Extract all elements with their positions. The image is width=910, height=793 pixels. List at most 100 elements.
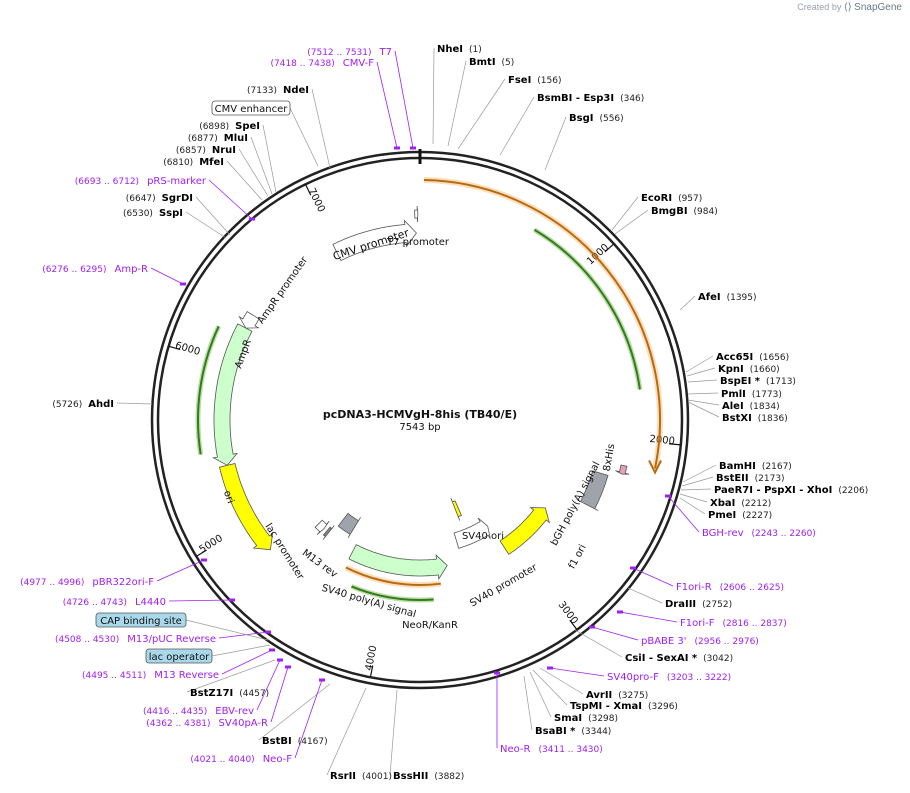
feature-t7-promoter [414,205,419,223]
enzyme-label: BstEII(2173) [716,473,785,484]
box-label-frame [211,100,291,116]
feature-sv40-promoter [453,517,491,549]
enzyme-pos: (2206) [838,486,868,496]
primer-label: (4362 .. 4381)SV40pA-R [146,718,268,729]
primer-range: (3411 .. 3430) [539,745,603,755]
tick-label: 2000 [649,434,675,447]
enzyme-pos: (2167) [762,462,792,472]
enzyme-name: BspEI * [720,376,761,387]
enzyme-label: BstZ17I(4457) [190,688,269,699]
brand-created-by: Created by [797,2,842,12]
tick-mark [569,619,578,631]
enzyme-pos: (6898) [199,122,229,132]
primer-name: Neo-R [500,744,531,755]
primer-range: (6693 .. 6712) [75,177,139,187]
primer-range: (4977 .. 4996) [20,578,84,588]
enzyme-label: KpnI(1660) [718,364,780,375]
primer-label: Neo-R (3411 .. 3430) [500,744,603,755]
enzyme-leader [681,476,714,487]
orf-arc-halo [423,177,663,470]
orf-arc [345,566,441,586]
primer-name: pBABE 3' [641,636,687,647]
enzyme-name: AfeI [698,292,721,303]
enzyme-name: AvrII [586,690,612,701]
enzyme-pos: (556) [599,114,623,124]
enzyme-leader [326,687,367,776]
enzyme-pos: (1836) [758,414,788,424]
enzyme-leader [679,493,708,503]
enzyme-label: (6898)SpeI [199,121,260,132]
enzyme-name: FseI [508,75,531,86]
tick-label: 4000 [364,645,380,672]
primer-leader [394,50,414,149]
primer-label: F1ori-F(2816 .. 2837) [680,618,787,629]
tick-mark [604,243,615,253]
enzyme-leader [195,196,231,236]
box-label-frame [145,648,213,664]
primer-range: (4021 .. 4040) [190,755,254,765]
enzyme-pos: (156) [537,76,561,86]
primer-leader [221,649,273,675]
enzyme-leader [250,136,273,195]
tick-mark [304,184,312,196]
enzyme-leader [258,683,331,741]
enzyme-leader [539,667,584,695]
tick-mark [168,345,181,351]
primer-label: (4021 .. 4040)Neo-F [190,754,292,765]
primer-name: BGH-rev [702,528,744,539]
primer-mark [319,678,325,682]
primer-mark [201,558,207,562]
enzyme-label: PaeR7I - PspXI - XhoI(2206) [714,485,868,496]
primer-range: (7512 .. 7531) [307,48,371,58]
enzyme-label: RsrII(4001) [330,771,392,782]
enzyme-pos: (346) [620,94,644,104]
primer-leader [256,659,281,711]
enzyme-label: EcoRI (957) [641,193,702,204]
primer-range: (2606 .. 2625) [720,583,784,593]
enzyme-leader [457,78,506,150]
enzyme-pos: (1656) [759,353,789,363]
box-leader [185,619,269,641]
snapgene-logo-icon: ⟨⟩ [843,2,852,13]
primer-leader [294,679,323,759]
enzyme-leader [529,671,552,718]
primer-label: (4416 .. 4435)EBV-rev [143,706,254,717]
primer-mark [285,665,291,669]
enzyme-name: XbaI [710,498,735,509]
plasmid-name: pcDNA3-HCMVgH-8his (TB40/E) [323,408,517,421]
plasmid-size: 7543 bp [399,422,440,433]
primer-label: (4977 .. 4996)pBR322ori-F [20,577,154,588]
enzyme-name: MluI [224,133,248,144]
enzyme-leader [574,629,623,658]
orf-green-arc [351,585,434,601]
enzyme-pos: (2212) [741,499,771,509]
enzyme-label: (6530)SspI [123,208,183,219]
enzyme-leader [311,88,331,169]
enzyme-pos: (957) [678,194,702,204]
features-layer [195,177,663,603]
primer-range: (7418 .. 7438) [270,59,334,69]
feature-ori [219,463,274,551]
enzyme-name: BamHI [719,461,756,472]
primer-range: (2243 .. 2260) [752,529,816,539]
primer-leader [218,631,269,639]
enzyme-leader [226,160,263,201]
enzyme-name: BstXI [722,413,752,424]
enzyme-leader [238,148,269,197]
primer-mark [494,671,500,675]
box-label-text: CAP binding site [100,616,182,627]
enzyme-leader [499,96,535,156]
enzyme-name: EcoRI [641,193,672,204]
enzyme-name: DraIII [665,599,696,610]
tick-label: 3000 [556,600,580,627]
tick-mark [668,443,681,446]
enzyme-leader [687,379,718,383]
enzyme-leader [532,669,568,706]
orf-green-arc [197,325,220,455]
primer-range: (4726 .. 4743) [63,598,127,608]
primer-range: (2956 .. 2976) [695,637,759,647]
enzyme-pos: (5) [502,58,515,68]
feature-label: SV40 ori [462,531,504,542]
primer-name: EBV-rev [215,706,254,717]
feature-sv40-poly-a-signal [337,512,361,539]
